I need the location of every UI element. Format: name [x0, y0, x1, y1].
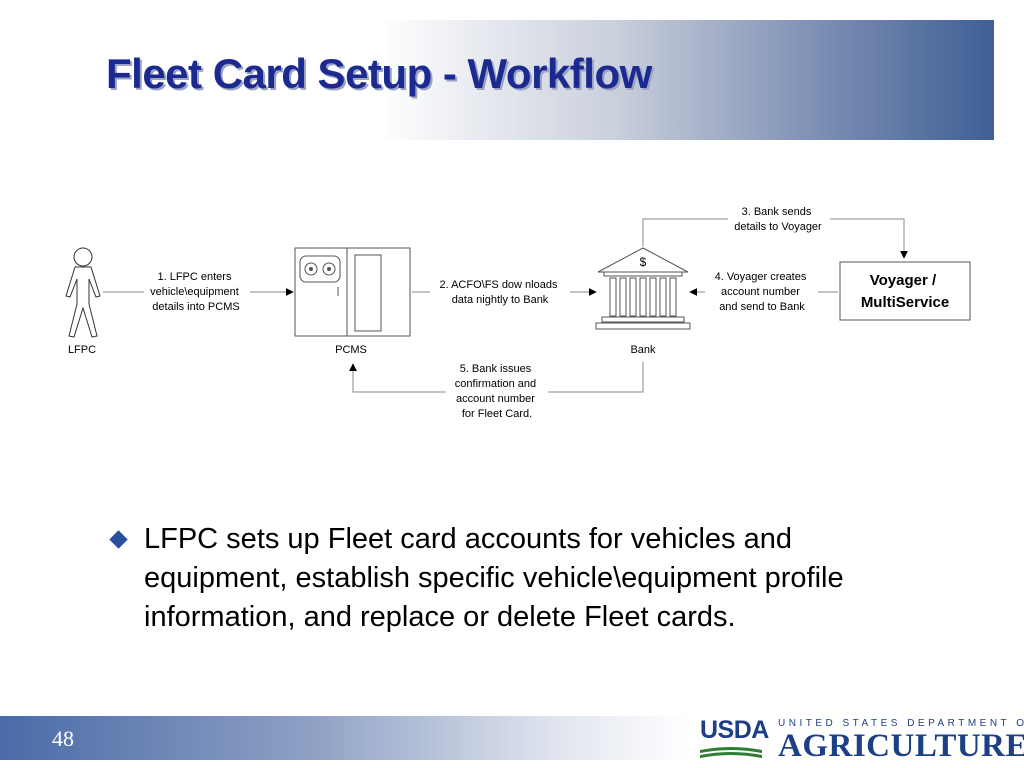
step3-arrow [830, 218, 908, 259]
pcms-computer-icon [294, 247, 411, 337]
bank-label: Bank [630, 344, 656, 356]
lfpc-person-icon [65, 247, 101, 338]
bank-building-icon [595, 247, 691, 330]
step4-label: 4. Voyager creates account number and se… [715, 271, 810, 313]
slide-title: Fleet Card Setup - Workflow [106, 50, 652, 97]
step5-arrow [349, 363, 446, 393]
usda-logo: USDA UNITED STATES DEPARTMENT OF AGRICUL… [700, 714, 1024, 764]
voyager-box [839, 261, 971, 321]
page-number: 48 [52, 726, 74, 751]
usda-swoosh-icon [700, 747, 762, 758]
agriculture-text: AGRICULTURE [778, 728, 1024, 764]
title-band [0, 20, 994, 140]
usda-wordmark: USDA [700, 716, 769, 744]
step5-label: 5. Bank issues confirmation and account … [455, 363, 539, 420]
bullet-text: LFPC sets up Fleet card accounts for veh… [144, 523, 844, 633]
bank-dollar-icon: $ [640, 255, 647, 269]
step3-label: 3. Bank sends details to Voyager [734, 206, 822, 233]
step2-label: 2. ACFO\FS dow nloads data nightly to Ba… [439, 279, 560, 306]
step5-line [548, 362, 644, 393]
lfpc-label: LFPC [68, 344, 96, 356]
pcms-label: PCMS [335, 344, 367, 356]
voyager-label: Voyager / MultiService [861, 272, 949, 311]
step3-line [642, 218, 728, 246]
step1-label: 1. LFPC enters vehicle\equipment details… [150, 271, 242, 313]
footer-band [0, 716, 690, 760]
department-text: UNITED STATES DEPARTMENT OF [778, 718, 1024, 729]
